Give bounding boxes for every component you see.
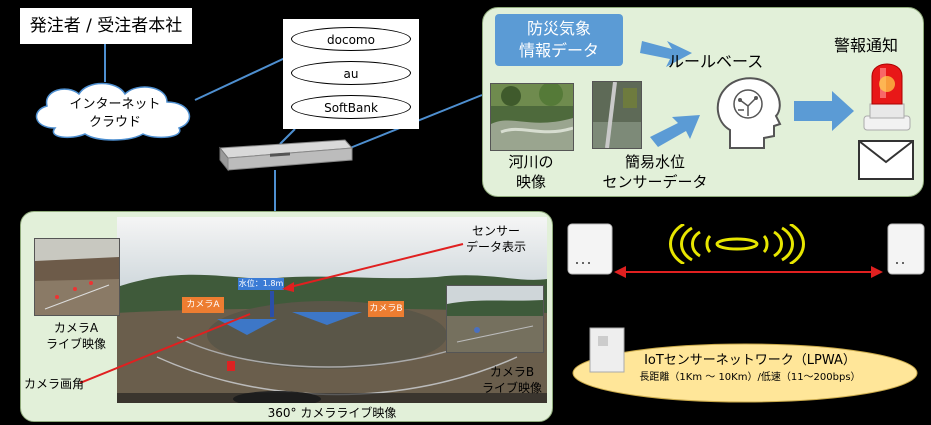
water-sensor-label: 簡易水位 センサーデータ: [590, 152, 720, 192]
cloud-line1: インターネット: [69, 97, 161, 112]
sensor-box-icon: [589, 327, 625, 373]
camera-b-tag: カメラB: [368, 301, 404, 317]
camera-b-line1: カメラB: [489, 365, 535, 379]
water-sensor-line2: センサーデータ: [602, 173, 708, 191]
gateway-device-icon: [567, 223, 613, 275]
rulebase-label: ルールベース: [668, 52, 764, 71]
river-photo: [490, 83, 574, 151]
sensor-display-label: センサー データ表示: [454, 223, 538, 255]
camera-a-line1: カメラA: [53, 321, 99, 335]
camera-b-line2: ライブ映像: [481, 381, 542, 395]
carrier-box: docomo au SoftBank: [283, 19, 419, 129]
water-level-tag: 水位：1.8m: [238, 278, 284, 290]
water-level-pole: [270, 291, 274, 317]
brain-circuit-icon: [716, 77, 782, 149]
camera-a-label: カメラA ライブ映像: [28, 320, 124, 352]
camera-a-photo: [34, 238, 120, 316]
radio-wave-icon: [669, 224, 805, 264]
siren-icon: [863, 63, 911, 131]
panorama-caption: 360° カメラライブ映像: [267, 406, 397, 420]
cloud-label: インターネット クラウド: [30, 96, 200, 132]
camera-b-label: カメラB ライブ映像: [474, 364, 550, 396]
panorama-view: [117, 217, 547, 403]
carrier-au: au: [291, 61, 411, 85]
sensor-display-line1: センサー: [471, 224, 520, 238]
weather-line1: 防災気象: [526, 19, 591, 38]
lpwa-ellipse: [572, 343, 918, 403]
camera-angle-label: カメラ画角: [24, 377, 85, 391]
river-line2: 映像: [515, 173, 546, 191]
river-line1: 河川の: [508, 153, 554, 171]
cloud-line2: クラウド: [88, 115, 141, 130]
alert-panel-arrows: [640, 41, 854, 147]
weather-line2: 情報データ: [518, 41, 599, 60]
weather-data-box: 防災気象 情報データ: [495, 14, 623, 66]
camera-a-line2: ライブ映像: [45, 337, 106, 351]
camera-b-photo: [446, 285, 544, 353]
carrier-docomo: docomo: [291, 27, 411, 51]
envelope-icon: [858, 140, 914, 180]
water-sensor-photo: [592, 81, 642, 149]
camera-cones: [217, 312, 362, 335]
headquarters-box: 発注者 / 受注者本社: [20, 8, 192, 44]
carrier-softbank: SoftBank: [291, 95, 411, 119]
river-label: 河川の 映像: [490, 152, 572, 192]
gateway-device-icon-right: [887, 223, 925, 275]
lpwa-label: IoTセンサーネットワーク（LPWA） 長距離（1Km ～ 10Km）/低速（1…: [590, 352, 910, 386]
camera-a-tag: カメラA: [182, 297, 224, 313]
router-icon: [219, 139, 354, 172]
lpwa-line2: 長距離（1Km ～ 10Km）/低速（11～200bps）: [639, 372, 861, 383]
water-sensor-line1: 簡易水位: [624, 153, 685, 171]
sensor-display-line2: データ表示: [465, 240, 526, 254]
cloud-icon: [35, 82, 191, 141]
lpwa-line1: IoTセンサーネットワーク（LPWA）: [644, 353, 856, 368]
alert-label: 警報通知: [834, 36, 899, 55]
